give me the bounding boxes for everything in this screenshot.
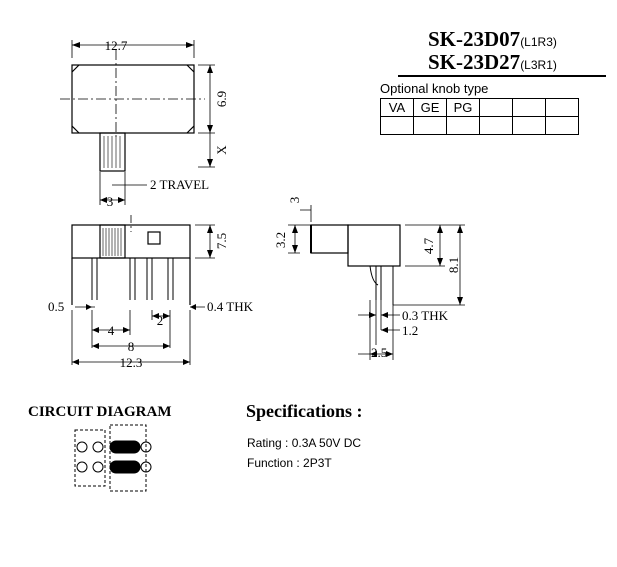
dim-line [99,172,147,205]
dim-pitch-8: 8 [128,339,135,354]
contact-dot [76,441,88,453]
corner-mark [71,64,80,73]
contact-dot [140,441,152,453]
dim-line [91,310,171,348]
model-suffix: (L1R3) [520,35,557,49]
front-slider [147,231,161,245]
dim-pitch-4: 4 [108,323,115,338]
knob-type-table: VA GE PG [380,98,579,135]
model-suffix: (L3R1) [520,58,557,72]
knob-type-cell: PG [446,98,480,117]
model-name: SK-23D07 [428,27,521,51]
dim-three-top: 3 [107,194,114,209]
table-row [380,116,579,135]
side-pins [375,266,394,305]
specifications-title: Specifications : [246,401,363,421]
dim-pitch-2: 2 [157,313,164,328]
dim-side-3-2: 3.2 [273,232,288,248]
title-underline [398,75,606,77]
dim-x: X [214,145,229,155]
dim-line [195,224,215,259]
dim-height-front: 7.5 [214,233,229,249]
side-knob [310,224,349,254]
contact-dot [76,461,88,473]
knob-empty-cell [545,116,579,135]
knob-caption: Optional knob type [380,81,489,96]
dim-width-bottom: 12.3 [120,355,143,370]
dim-side-4-7: 4.7 [421,237,436,254]
knob-type-cell [479,98,513,117]
model-title-2: SK-23D27(L3R1) [428,51,557,76]
dim-line [198,64,215,168]
knob-empty-cell [446,116,480,135]
circuit-box-left [74,429,106,487]
dim-line [71,40,195,58]
top-view [60,40,215,205]
knob-type-cell [512,98,546,117]
corner-mark [71,125,80,134]
model-name: SK-23D27 [428,50,521,74]
front-frame-legs [71,258,191,305]
dim-side-3: 3 [287,197,302,204]
dim-side-1-2: 1.2 [402,323,418,338]
contact-dot [140,461,152,473]
circuit-diagram [74,424,152,492]
spec-function: Function : 2P3T [247,456,332,470]
knob-outline [99,132,126,172]
arrowheads [292,225,463,357]
contact-bar [109,440,141,454]
circuit-diagram-title: CIRCUIT DIAGRAM [28,404,172,420]
dim-height-top: 6.9 [214,91,229,107]
side-pin-bend [369,265,379,286]
front-view-body [71,224,191,259]
table-row: VA GE PG [380,98,579,117]
dim-width-top: 12.7 [105,38,128,53]
contact-dot [92,461,104,473]
spec-rating: Rating : 0.3A 50V DC [247,436,362,450]
arrowheads [72,225,213,365]
front-pins [91,258,174,300]
knob-texture [103,136,121,168]
side-view-body [347,224,401,267]
model-title-1: SK-23D07(L1R3) [428,28,557,53]
knob-type-cell: GE [413,98,447,117]
dim-side-8-1: 8.1 [446,257,461,273]
knob-empty-cell [512,116,546,135]
circuit-box-right [109,424,147,492]
knob-empty-cell [380,116,414,135]
dim-pin-left: 0.5 [48,299,64,314]
front-knob-texture [102,228,122,256]
knob-empty-cell [413,116,447,135]
dim-side-2-5: 2.5 [371,345,387,360]
corner-mark [186,125,195,134]
dim-line [288,205,312,254]
dim-travel: 2 TRAVEL [150,177,209,192]
front-knob-housing [99,224,126,259]
knob-empty-cell [479,116,513,135]
contact-dot [92,441,104,453]
dim-line [393,224,465,306]
knob-type-cell: VA [380,98,414,117]
dim-line [71,310,191,365]
knob-type-cell [545,98,579,117]
contact-bar [109,460,141,474]
corner-mark [186,64,195,73]
front-view [71,215,215,365]
dim-thk-front: 0.4 THK [207,299,254,314]
arrowheads [72,42,213,203]
side-view [288,205,465,360]
dim-thk-side: 0.3 THK [402,308,449,323]
